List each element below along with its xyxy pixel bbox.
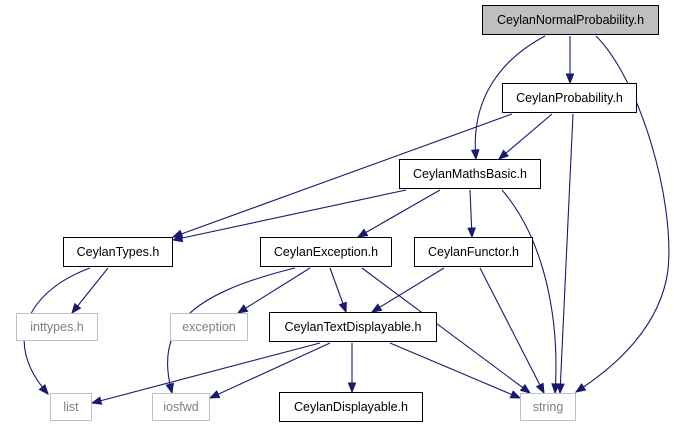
edge-arrowhead [171,233,184,243]
edge-arrowhead [467,227,476,239]
edge-arrowhead [347,382,357,394]
node-ceylan-displayable[interactable]: CeylanDisplayable.h [279,392,423,422]
edge-arrowhead [509,390,522,399]
edge-20 [347,343,357,394]
edge-arrowhead [470,149,480,161]
edge-15 [361,267,532,394]
edge-arrowhead [338,301,347,314]
edge-6 [171,189,407,243]
edge-arrowhead [71,302,82,315]
edge-8 [467,189,476,239]
node-ceylan-normal-probability: CeylanNormalProbability.h [482,5,659,35]
edge-9 [501,189,560,395]
edge-arrowhead [551,383,560,395]
edge-5 [556,113,574,395]
edge-12 [236,267,311,314]
edge-arrowhead [208,390,221,399]
edge-arrowhead [370,303,383,313]
node-ceylan-functor[interactable]: CeylanFunctor.h [414,237,533,267]
edge-arrowhead [519,383,532,394]
edge-1 [470,35,546,161]
edge-16 [370,267,445,313]
edge-arrowhead [38,383,49,396]
edge-arrowhead [497,149,510,160]
edge-13 [329,267,347,314]
edge-arrowhead [574,383,587,393]
node-string: string [520,393,576,421]
node-ceylan-exception[interactable]: CeylanException.h [260,237,392,267]
edge-21 [389,342,522,399]
edge-arrowhead [565,73,575,85]
edge-3 [497,113,553,160]
node-ceylan-types[interactable]: CeylanTypes.h [63,237,173,267]
node-ceylan-probability[interactable]: CeylanProbability.h [502,83,637,113]
edge-10 [71,267,109,315]
edge-arrowhead [356,228,369,238]
node-iosfwd: iosfwd [152,393,210,421]
node-ceylan-maths-basic[interactable]: CeylanMathsBasic.h [399,159,541,189]
edge-arrowhead [165,382,174,395]
node-inttypes: inttypes.h [16,313,98,341]
node-ceylan-text-displayable[interactable]: CeylanTextDisplayable.h [269,312,437,342]
edge-0 [565,36,575,85]
edge-7 [356,189,441,238]
edge-19 [208,342,331,399]
node-list: list [50,393,92,421]
node-exception: exception [170,313,248,341]
edge-arrowhead [535,382,545,395]
edge-17 [479,267,545,395]
edge-arrowhead [90,396,103,405]
edge-arrowhead [236,304,249,314]
edge-18 [90,342,321,405]
